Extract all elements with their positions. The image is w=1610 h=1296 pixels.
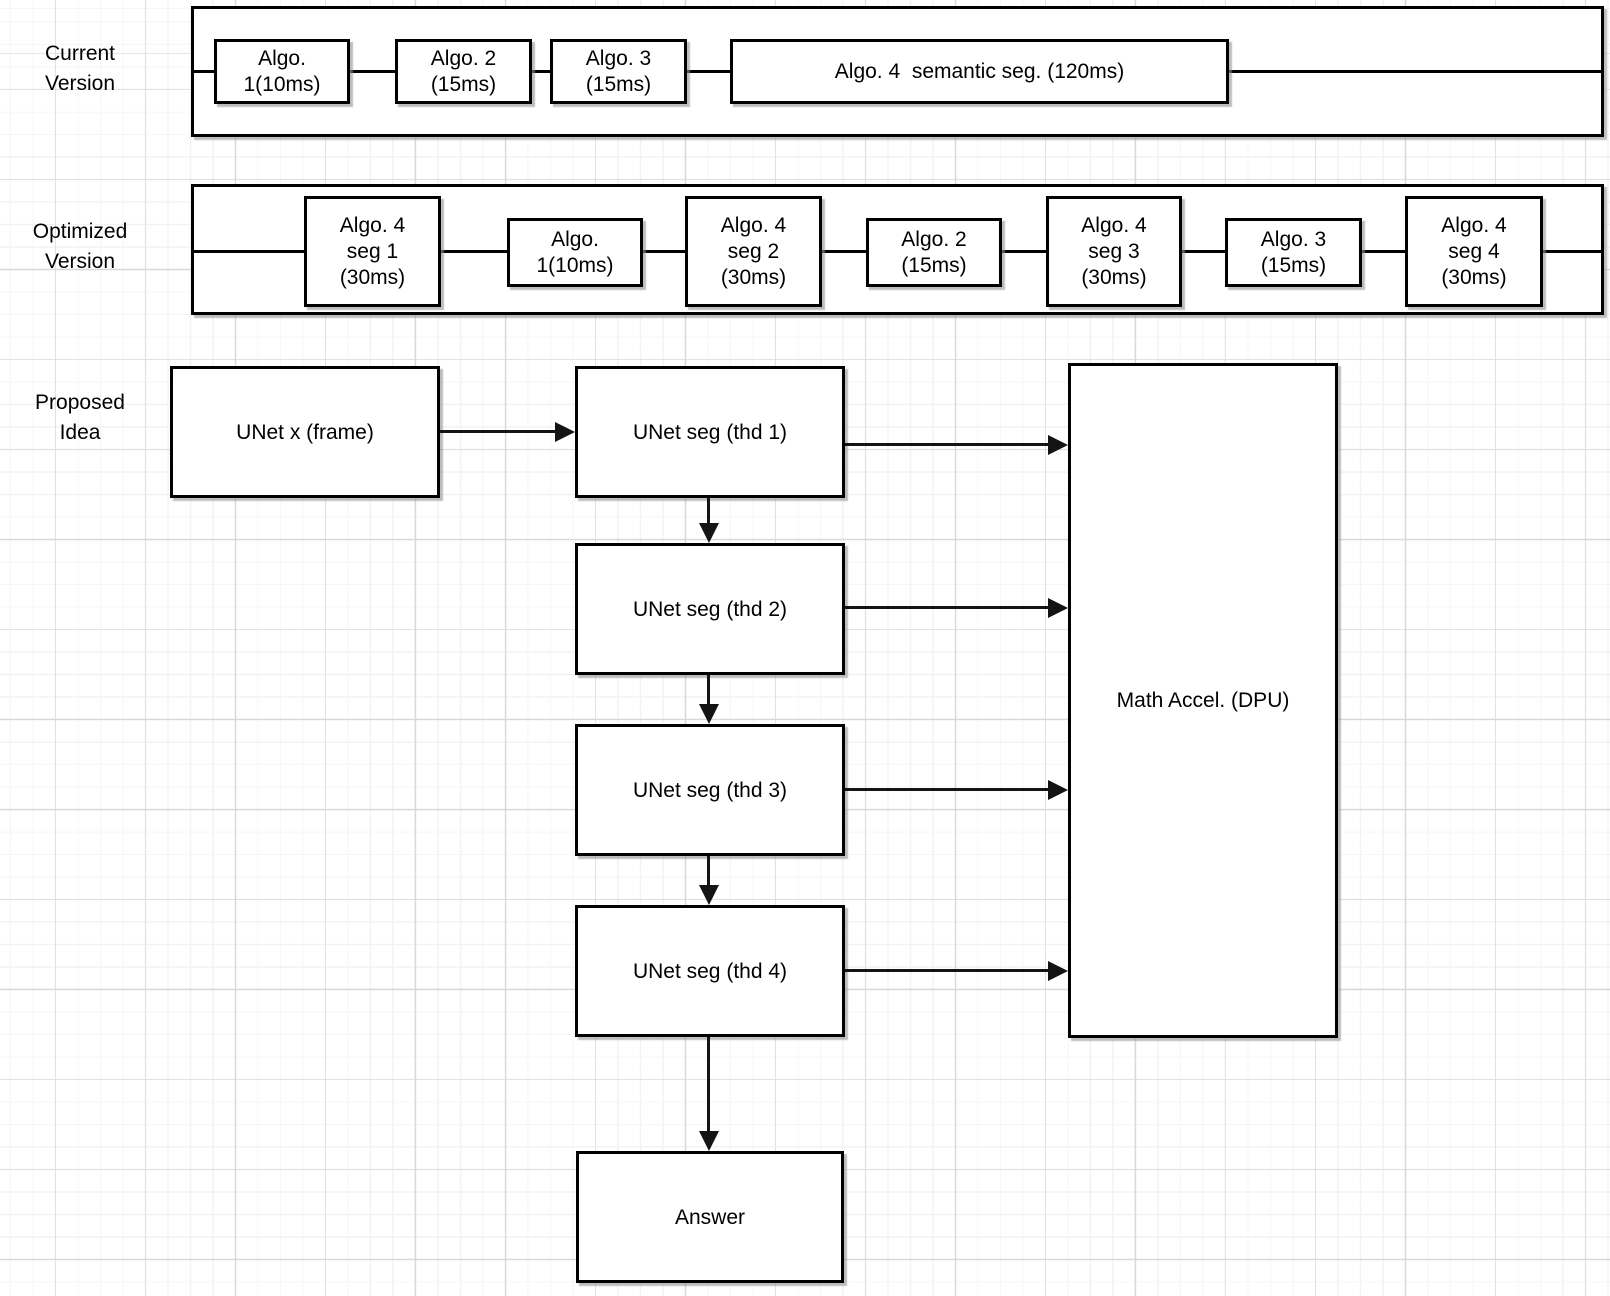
- arrowhead-right-icon: [1048, 780, 1068, 800]
- node-math-accel-dpu[interactable]: Math Accel. (DPU): [1068, 363, 1338, 1038]
- node-unet-seg-thd1[interactable]: UNet seg (thd 1): [575, 366, 845, 498]
- box-algo1-current[interactable]: Algo. 1(10ms): [214, 39, 350, 104]
- arrowhead-right-icon: [1048, 961, 1068, 981]
- optimized-version-label[interactable]: Optimized Version: [32, 220, 128, 273]
- node-unet-frame[interactable]: UNet x (frame): [170, 366, 440, 498]
- box-algo4-seg2[interactable]: Algo. 4 seg 2 (30ms): [685, 196, 822, 307]
- node-unet-seg-thd2[interactable]: UNet seg (thd 2): [575, 543, 845, 675]
- arrowhead-down-icon: [699, 523, 719, 543]
- arrowhead-right-icon: [1048, 598, 1068, 618]
- arrowhead-down-icon: [699, 704, 719, 724]
- arrowhead-down-icon: [699, 885, 719, 905]
- current-version-label[interactable]: Current Version: [44, 42, 116, 95]
- box-algo3-current[interactable]: Algo. 3 (15ms): [550, 39, 687, 104]
- box-algo4-seg3[interactable]: Algo. 4 seg 3 (30ms): [1046, 196, 1182, 307]
- box-algo2-current[interactable]: Algo. 2 (15ms): [395, 39, 532, 104]
- arrowhead-down-icon: [699, 1131, 719, 1151]
- box-algo2-optimized[interactable]: Algo. 2 (15ms): [866, 218, 1002, 287]
- arrowhead-right-icon: [555, 422, 575, 442]
- box-algo4-semantic-seg[interactable]: Algo. 4 semantic seg. (120ms): [730, 39, 1229, 104]
- node-answer[interactable]: Answer: [576, 1151, 844, 1283]
- node-unet-seg-thd4[interactable]: UNet seg (thd 4): [575, 905, 845, 1037]
- proposed-idea-label[interactable]: Proposed Idea: [35, 391, 125, 444]
- arrowhead-right-icon: [1048, 435, 1068, 455]
- node-unet-seg-thd3[interactable]: UNet seg (thd 3): [575, 724, 845, 856]
- box-algo1-optimized[interactable]: Algo. 1(10ms): [507, 218, 643, 287]
- box-algo4-seg1[interactable]: Algo. 4 seg 1 (30ms): [304, 196, 441, 307]
- box-algo4-seg4[interactable]: Algo. 4 seg 4 (30ms): [1405, 196, 1543, 307]
- box-algo3-optimized[interactable]: Algo. 3 (15ms): [1225, 218, 1362, 287]
